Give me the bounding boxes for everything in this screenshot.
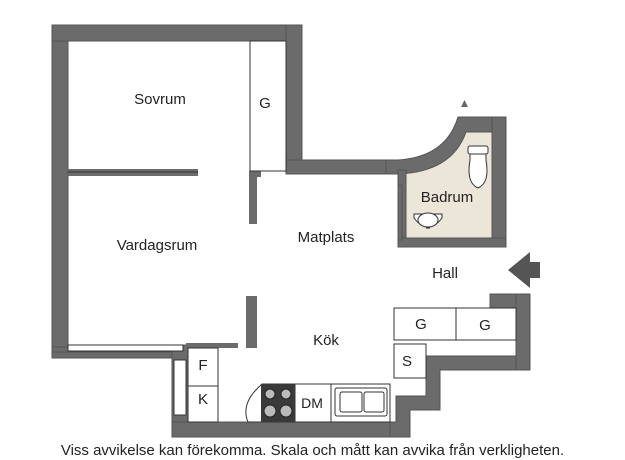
fixture-label-wardrobe-bedroom: G — [259, 95, 271, 112]
fixture-label-wardrobe-hall-1: G — [415, 316, 427, 333]
wall-hall-east — [515, 293, 531, 371]
wardrobe-hall-1 — [393, 307, 457, 341]
room-label-kok: Kök — [313, 332, 339, 349]
room-label-sovrum: Sovrum — [134, 91, 186, 108]
wardrobe-bedroom — [249, 40, 287, 172]
wall-bathroom-east — [491, 116, 507, 248]
room-label-hall: Hall — [432, 265, 458, 282]
storage-closet — [393, 343, 427, 379]
wall-living-south — [51, 351, 188, 359]
wardrobe-hall-2 — [455, 307, 517, 341]
room-label-vardagsrum: Vardagsrum — [117, 237, 198, 254]
window-living — [67, 344, 184, 352]
stove — [261, 384, 295, 422]
fixture-label-dishwasher: DM — [301, 395, 323, 411]
wall-south — [171, 421, 397, 438]
sink-basin-1 — [339, 391, 363, 413]
disclaimer-text: Viss avvikelse kan förekomma. Skala och … — [60, 442, 565, 459]
wall-kitchen-nook — [186, 343, 238, 348]
dishwasher — [294, 383, 332, 423]
wall-bath-inner-west — [397, 184, 403, 241]
bathroom-fixtures — [413, 145, 489, 229]
freezer — [187, 385, 219, 423]
entrance-arrow-icon — [508, 252, 540, 288]
wall-north — [51, 24, 303, 42]
wall-dining-stub-2 — [246, 296, 257, 348]
walls — [51, 24, 531, 438]
fixture-label-storage: S — [402, 353, 412, 370]
fixture-label-wardrobe-hall-2: G — [479, 317, 491, 334]
fixture-label-freezer: K — [198, 391, 208, 408]
hall-wardrobes — [393, 307, 517, 379]
wall-bathroom-south — [397, 237, 507, 248]
room-label-badrum: Badrum — [421, 189, 474, 206]
north-marker-icon — [461, 100, 468, 107]
window-kitchen — [173, 359, 187, 416]
wall-west — [51, 24, 69, 356]
room-label-matplats: Matplats — [298, 229, 355, 246]
wall-dining-stub-1 — [249, 172, 257, 224]
fixture-label-fridge: F — [198, 357, 207, 374]
bathroom-floor — [398, 130, 492, 240]
toilet — [468, 151, 488, 189]
fridge — [187, 347, 219, 387]
wall-south-east — [389, 293, 531, 438]
sink-basin-2 — [363, 391, 385, 413]
interior-walls — [68, 169, 261, 348]
wall-north-step — [285, 159, 399, 175]
wall-north-east — [285, 24, 303, 164]
